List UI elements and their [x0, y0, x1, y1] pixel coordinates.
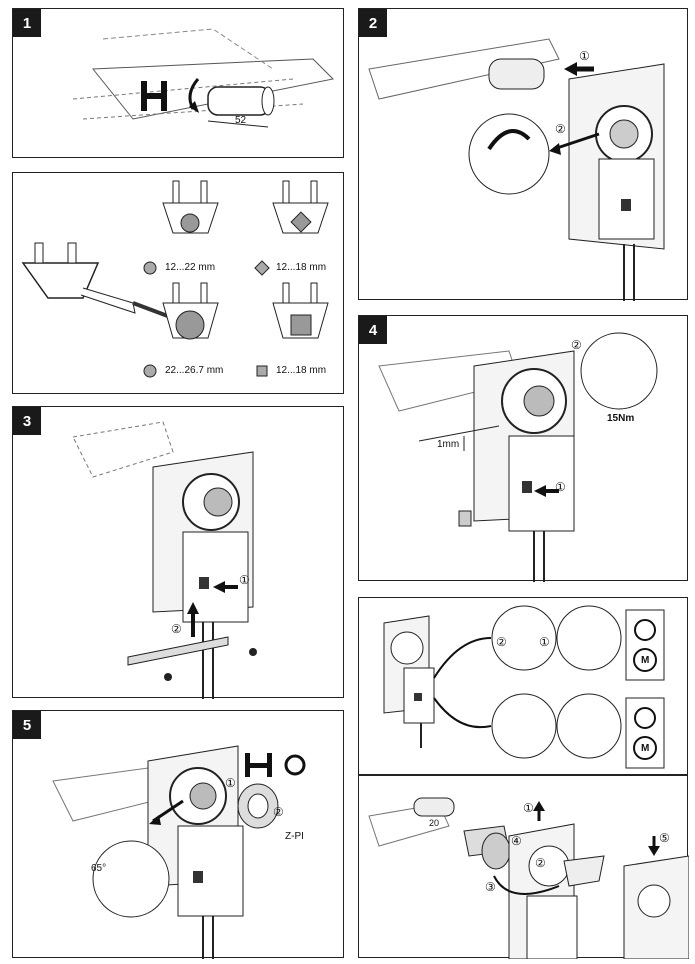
actuator-mount-illustration [368, 38, 665, 301]
callout-2: ② [171, 622, 182, 636]
actuator-tighten-illustration [378, 332, 658, 582]
panel-step-1: 1 52 [12, 8, 344, 158]
callout-2: ② [555, 122, 566, 136]
panel-manual-override: ② ① M M [358, 597, 688, 775]
panel-adapter: 20 ① ② ③ ④ ⑤ [358, 775, 689, 959]
panel-shaft-sizes: 12...22 mm 12...18 mm 22...26.7 mm 12...… [12, 172, 344, 394]
panel-step-2: 2 ① ② [358, 8, 688, 301]
rotate-arrow-icon [487, 129, 531, 151]
gap-label: 1mm [437, 439, 460, 450]
clamp-icon [141, 81, 167, 111]
motor-label: M [641, 743, 650, 754]
size-square-large: 12...18 mm [276, 365, 327, 376]
actuator-fix-illustration [72, 421, 257, 699]
size-square-small: 12...18 mm [276, 262, 327, 273]
adapter-illustration [368, 797, 689, 959]
panel-step-4: 4 1mm 15Nm ② ① [358, 315, 688, 582]
callout-1: ① [225, 776, 236, 790]
clamp-sizes-illustration [21, 180, 329, 378]
panel-step-5: 5 65° Z-PI ① ② [12, 710, 344, 959]
motor-label: M [641, 655, 650, 666]
size-round-large: 22...26.7 mm [165, 365, 224, 376]
step-number: 2 [359, 9, 387, 37]
callout-1: ① [555, 480, 566, 494]
clamp-icon [245, 753, 272, 777]
motor-gear-icon [634, 707, 656, 729]
step-number: 4 [359, 316, 387, 344]
screw-icon [249, 648, 257, 656]
motor-gear-icon [634, 619, 656, 641]
panel-step-3: 3 ① ② [12, 406, 344, 699]
motor-gear-icon [633, 648, 657, 672]
callout-4: ④ [511, 834, 522, 848]
part-label: Z-PI [285, 831, 304, 842]
callout-2: ② [571, 338, 582, 352]
callout-1: ① [523, 801, 534, 815]
motor-gear-icon [633, 736, 657, 760]
callout-2: ② [496, 635, 507, 649]
step-number: 5 [13, 711, 41, 739]
size-round-small: 12...22 mm [165, 262, 216, 273]
callout-1: ① [579, 49, 590, 63]
step-number: 3 [13, 407, 41, 435]
torque-label: 15Nm [607, 413, 635, 424]
callout-1: ① [239, 573, 250, 587]
callout-1: ① [539, 635, 550, 649]
callout-2: ② [273, 805, 284, 819]
angle-label: 65° [91, 863, 107, 874]
screw-icon [164, 673, 172, 681]
callout-2: ② [535, 856, 546, 870]
shaft-length-label: 52 [235, 115, 247, 126]
shaft-illustration [72, 28, 335, 128]
step-number: 1 [13, 9, 41, 37]
adapter-dim: 20 [429, 818, 440, 828]
callout-5: ⑤ [659, 831, 670, 845]
manual-override-illustration [383, 605, 665, 769]
callout-3: ③ [485, 880, 496, 894]
anti-rotation-illustration [52, 745, 306, 959]
